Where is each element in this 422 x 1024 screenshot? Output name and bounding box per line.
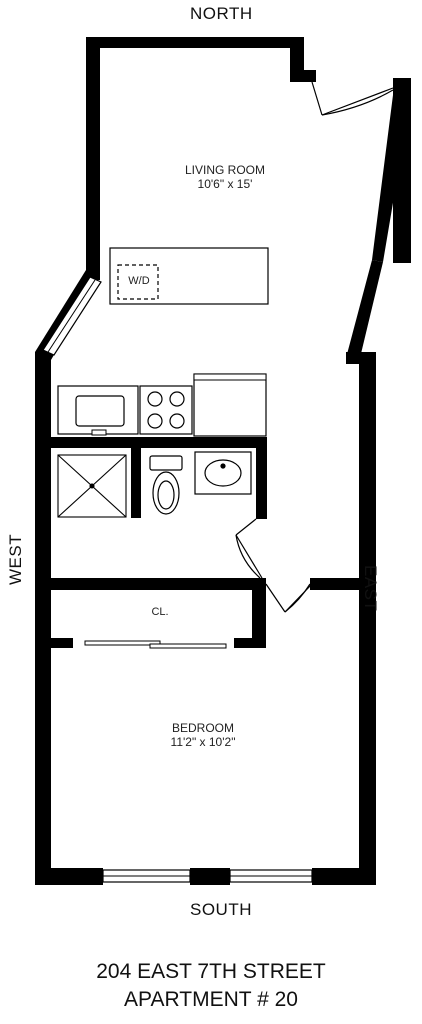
bedroom-label: BEDROOM 11'2" x 10'2" bbox=[128, 721, 278, 749]
kitchen-island bbox=[109, 247, 269, 305]
west-wall-upper bbox=[86, 37, 100, 280]
closet-east-wall bbox=[252, 578, 266, 648]
compass-south: SOUTH bbox=[190, 900, 252, 919]
washer-dryer-label: W/D bbox=[128, 275, 150, 287]
bath-vanity bbox=[194, 451, 252, 495]
kitchen bbox=[57, 373, 267, 437]
closet-label: CL. bbox=[151, 606, 169, 618]
compass-east: EAST bbox=[361, 565, 380, 612]
bath-north-wall bbox=[51, 437, 267, 448]
west-wall-lower bbox=[35, 352, 51, 885]
stove bbox=[139, 385, 193, 435]
bath-east-wall bbox=[256, 437, 267, 519]
washer-dryer bbox=[117, 264, 159, 300]
windows bbox=[42, 276, 313, 883]
compass-north: NORTH bbox=[190, 4, 253, 23]
exterior-walls bbox=[35, 37, 411, 885]
bathroom-walls bbox=[51, 437, 359, 648]
bath-shower-wall bbox=[131, 448, 141, 518]
kitchen-sink bbox=[75, 395, 125, 427]
east-wall-step bbox=[346, 352, 376, 364]
south-wall-left bbox=[35, 868, 103, 885]
shower bbox=[57, 454, 127, 518]
refrigerator bbox=[193, 373, 267, 437]
bedroom-size: 11'2" x 10'2" bbox=[170, 735, 236, 749]
closet-right-stub bbox=[234, 638, 266, 648]
bedroom-north-wall-right bbox=[310, 578, 359, 590]
address-line-1: 204 EAST 7TH STREET bbox=[96, 960, 326, 983]
compass-west: WEST bbox=[6, 533, 25, 585]
east-wall-angled bbox=[346, 260, 383, 362]
bedroom-name: BEDROOM bbox=[171, 721, 234, 735]
closet-doors bbox=[84, 640, 227, 649]
east-wall-bend bbox=[372, 78, 411, 262]
north-east-stub-2 bbox=[290, 70, 316, 82]
toilet bbox=[149, 455, 183, 515]
north-wall bbox=[86, 37, 302, 48]
living-room-label: LIVING ROOM 10'6" x 15' bbox=[150, 163, 300, 191]
closet-left-stub bbox=[51, 638, 73, 648]
address-line-2: APARTMENT # 20 bbox=[124, 988, 298, 1011]
living-room-name: LIVING ROOM bbox=[184, 163, 265, 177]
north-east-stub bbox=[290, 37, 304, 80]
south-wall-middle bbox=[190, 868, 230, 885]
entry-door bbox=[311, 81, 394, 116]
bathroom-door bbox=[235, 518, 263, 579]
living-room-size: 10'6" x 15' bbox=[197, 177, 253, 191]
bedroom-door bbox=[265, 583, 313, 613]
east-wall-lower bbox=[359, 352, 376, 885]
bedroom-north-wall bbox=[51, 578, 266, 590]
